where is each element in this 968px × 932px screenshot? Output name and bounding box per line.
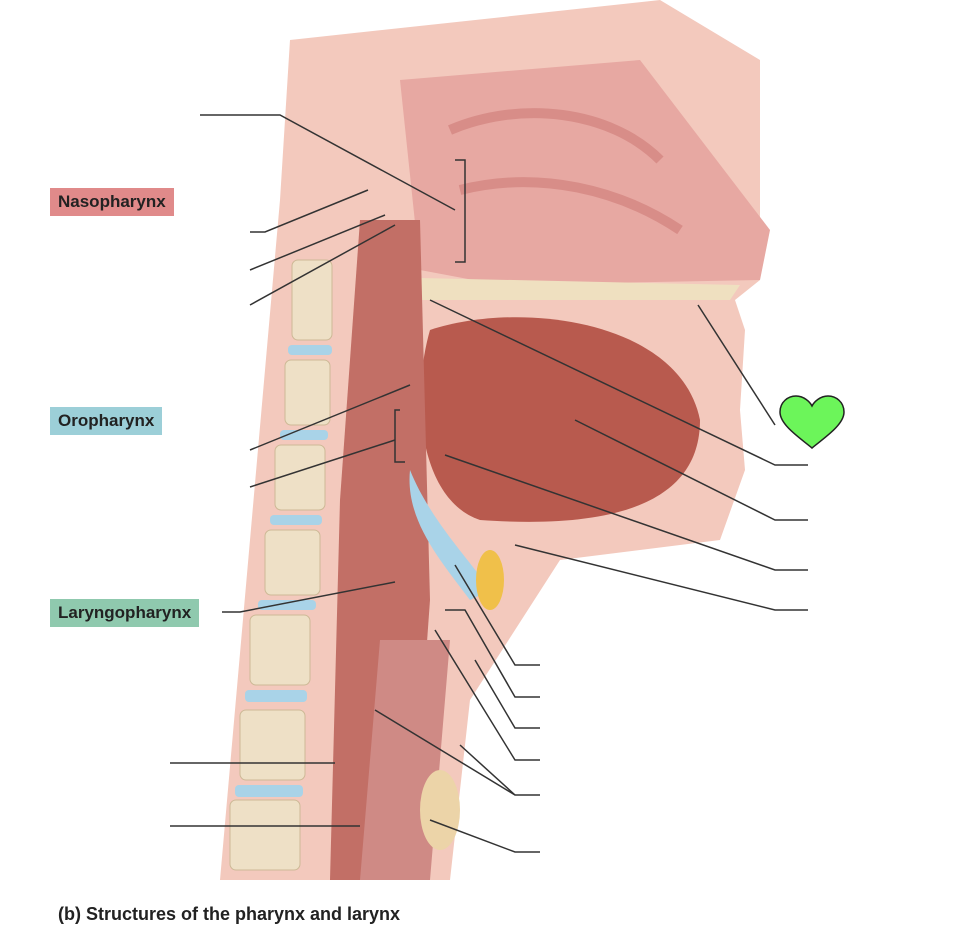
epiglottis: [409, 470, 490, 600]
nasopharynx-label: Nasopharynx: [50, 188, 174, 216]
oropharynx-label: Oropharynx: [50, 407, 163, 435]
thyroid-gland: [420, 770, 460, 850]
intervertebral-discs: [235, 345, 332, 797]
thyroid-fat: [476, 550, 504, 610]
laryngopharynx-label: Laryngopharynx: [50, 599, 200, 627]
palate-bone: [420, 278, 740, 300]
figure-caption: (b) Structures of the pharynx and larynx: [58, 904, 401, 924]
leader-lines: [170, 114, 808, 853]
heart-marker-icon: [779, 395, 845, 449]
